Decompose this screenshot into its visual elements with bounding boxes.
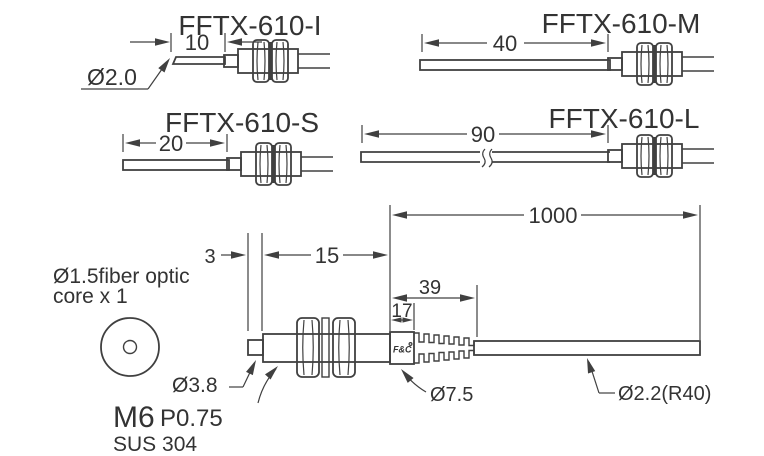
dimension-head-length: 17: [391, 301, 413, 323]
fiber-cross-section: [100, 317, 160, 377]
dimension-value: 15: [315, 243, 339, 268]
dimension-probe-length-s: 20: [122, 131, 228, 156]
dimension-value: 90: [471, 122, 495, 147]
break-symbol: [488, 148, 493, 168]
arrowhead-icon: [460, 294, 475, 302]
arrowhead-icon: [583, 356, 596, 374]
thread-pitch-label: P0.75: [160, 405, 223, 432]
arrowhead-icon: [364, 130, 379, 138]
strain-relief-top: [414, 332, 475, 347]
registered-mark-icon: [408, 342, 413, 347]
dimension-body-length: 15: [264, 243, 388, 268]
arrowhead-icon: [246, 358, 260, 376]
sensor-body: [227, 143, 333, 185]
dimension-value: 39: [419, 277, 441, 299]
arrowhead-icon: [210, 139, 225, 147]
dimension-value: 1000: [529, 203, 578, 228]
arrowhead-icon: [392, 211, 407, 219]
tip-diameter-label: Ø2.0: [87, 64, 137, 90]
brand-label: F&C: [393, 345, 412, 355]
arrowhead-icon: [231, 251, 246, 259]
probe-needle: [360, 151, 480, 163]
dimension-value: 20: [159, 131, 183, 156]
dimension-value: 10: [185, 30, 209, 55]
dimension-value: 3: [204, 246, 215, 268]
probe-tip: [247, 339, 264, 356]
arrowhead-icon: [683, 211, 698, 219]
strain-relief-bottom: [414, 349, 475, 364]
variant-s-drawing: FFTX-610-S 20: [122, 107, 333, 185]
hex-nut: [296, 317, 320, 378]
dimension-value: 17: [391, 301, 412, 322]
dimension-probe-length-i: 10: [130, 30, 262, 55]
cable-spec-callout: Ø2.2(R40): [583, 356, 711, 405]
head-diameter-callout: Ø7.5: [398, 366, 473, 406]
dimension-probe-length-m: 40: [421, 31, 609, 56]
thread-spec-callout: M6 P0.75 SUS 304: [113, 363, 281, 456]
tip-diameter-callout: Ø2.0: [81, 55, 174, 90]
arrowhead-icon: [424, 39, 439, 47]
dimension-value: 40: [493, 31, 517, 56]
variant-m-drawing: FFTX-610-M 40: [419, 8, 714, 85]
arrowhead-icon: [591, 39, 606, 47]
dimension-relief-length: 39: [392, 277, 475, 302]
arrowhead-icon: [125, 139, 140, 147]
fiber-note-line2: core x 1: [53, 285, 128, 308]
arrowhead-icon: [373, 251, 388, 259]
sensor-head: [389, 331, 415, 365]
sensor-body: [608, 135, 714, 177]
variant-m-title: FFTX-610-M: [542, 8, 701, 39]
variant-s-title: FFTX-610-S: [165, 107, 319, 138]
thread-spec-label: M6: [113, 401, 155, 434]
threaded-barrel: [262, 333, 391, 363]
probe-needle: [171, 56, 226, 65]
dimension-tip-length: 3: [204, 246, 246, 268]
variant-l-drawing: FFTX-610-L 90: [360, 103, 714, 177]
fiber-core: [122, 339, 138, 355]
break-symbol: [481, 148, 486, 168]
nose-diameter-label: Ø3.8: [172, 374, 218, 397]
fiber-note-line1: Ø1.5fiber optic: [53, 265, 190, 288]
hex-nut: [332, 317, 356, 378]
probe-needle: [122, 159, 230, 171]
arrowhead-icon: [158, 55, 174, 73]
sensor-body: [224, 40, 330, 82]
fiber-cable: [473, 340, 701, 356]
main-view-drawing: 1000 3 15 39 17: [53, 203, 711, 456]
sensor-body: [608, 43, 714, 85]
arrowhead-icon: [264, 251, 279, 259]
arrowhead-icon: [155, 38, 170, 46]
dimension-probe-length-l: 90: [361, 122, 609, 147]
cable-spec-label: Ø2.2(R40): [618, 383, 711, 405]
variant-i-title: FFTX-610-I: [178, 10, 321, 41]
variant-i-drawing: FFTX-610-I 10 Ø2.0: [81, 10, 330, 90]
head-diameter-label: Ø7.5: [430, 384, 473, 406]
probe-needle: [419, 59, 611, 71]
washer: [321, 317, 330, 378]
arrowhead-icon: [264, 363, 281, 380]
variant-l-title: FFTX-610-L: [549, 103, 700, 134]
nose-diameter-callout: Ø3.8: [172, 358, 260, 397]
dimension-cable-length: 1000: [392, 203, 698, 228]
material-label: SUS 304: [113, 433, 197, 456]
